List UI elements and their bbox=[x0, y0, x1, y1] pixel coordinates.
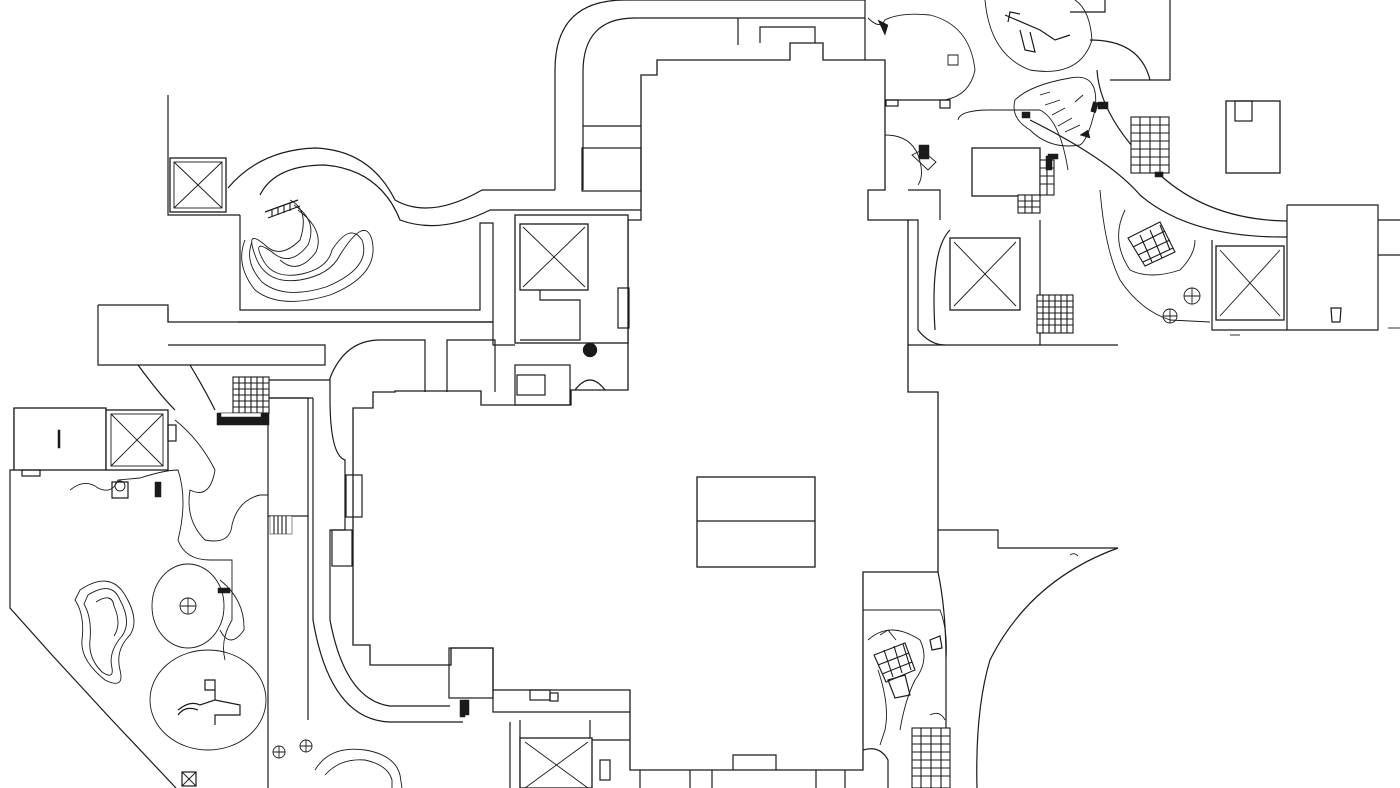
play-tracks bbox=[69, 0, 1211, 788]
grid-structure bbox=[1036, 294, 1074, 334]
grid-structures bbox=[216, 116, 1176, 788]
grid-structure bbox=[1130, 116, 1170, 174]
paths bbox=[97, 0, 1400, 788]
dark-connectors bbox=[459, 101, 1164, 718]
grid-structure bbox=[232, 376, 270, 414]
ne-annex bbox=[971, 147, 1041, 197]
play-equipment bbox=[21, 11, 1400, 787]
central-courtyard bbox=[696, 476, 816, 568]
west-outline bbox=[9, 157, 227, 788]
grid-structure bbox=[1127, 221, 1176, 267]
grid-structure bbox=[911, 727, 951, 788]
far-east-building bbox=[1225, 100, 1281, 174]
grid-structure bbox=[873, 642, 916, 683]
main-building bbox=[352, 26, 939, 771]
south-annex bbox=[519, 737, 593, 788]
annex-buildings bbox=[448, 99, 1287, 788]
grid-structure bbox=[1017, 194, 1041, 214]
